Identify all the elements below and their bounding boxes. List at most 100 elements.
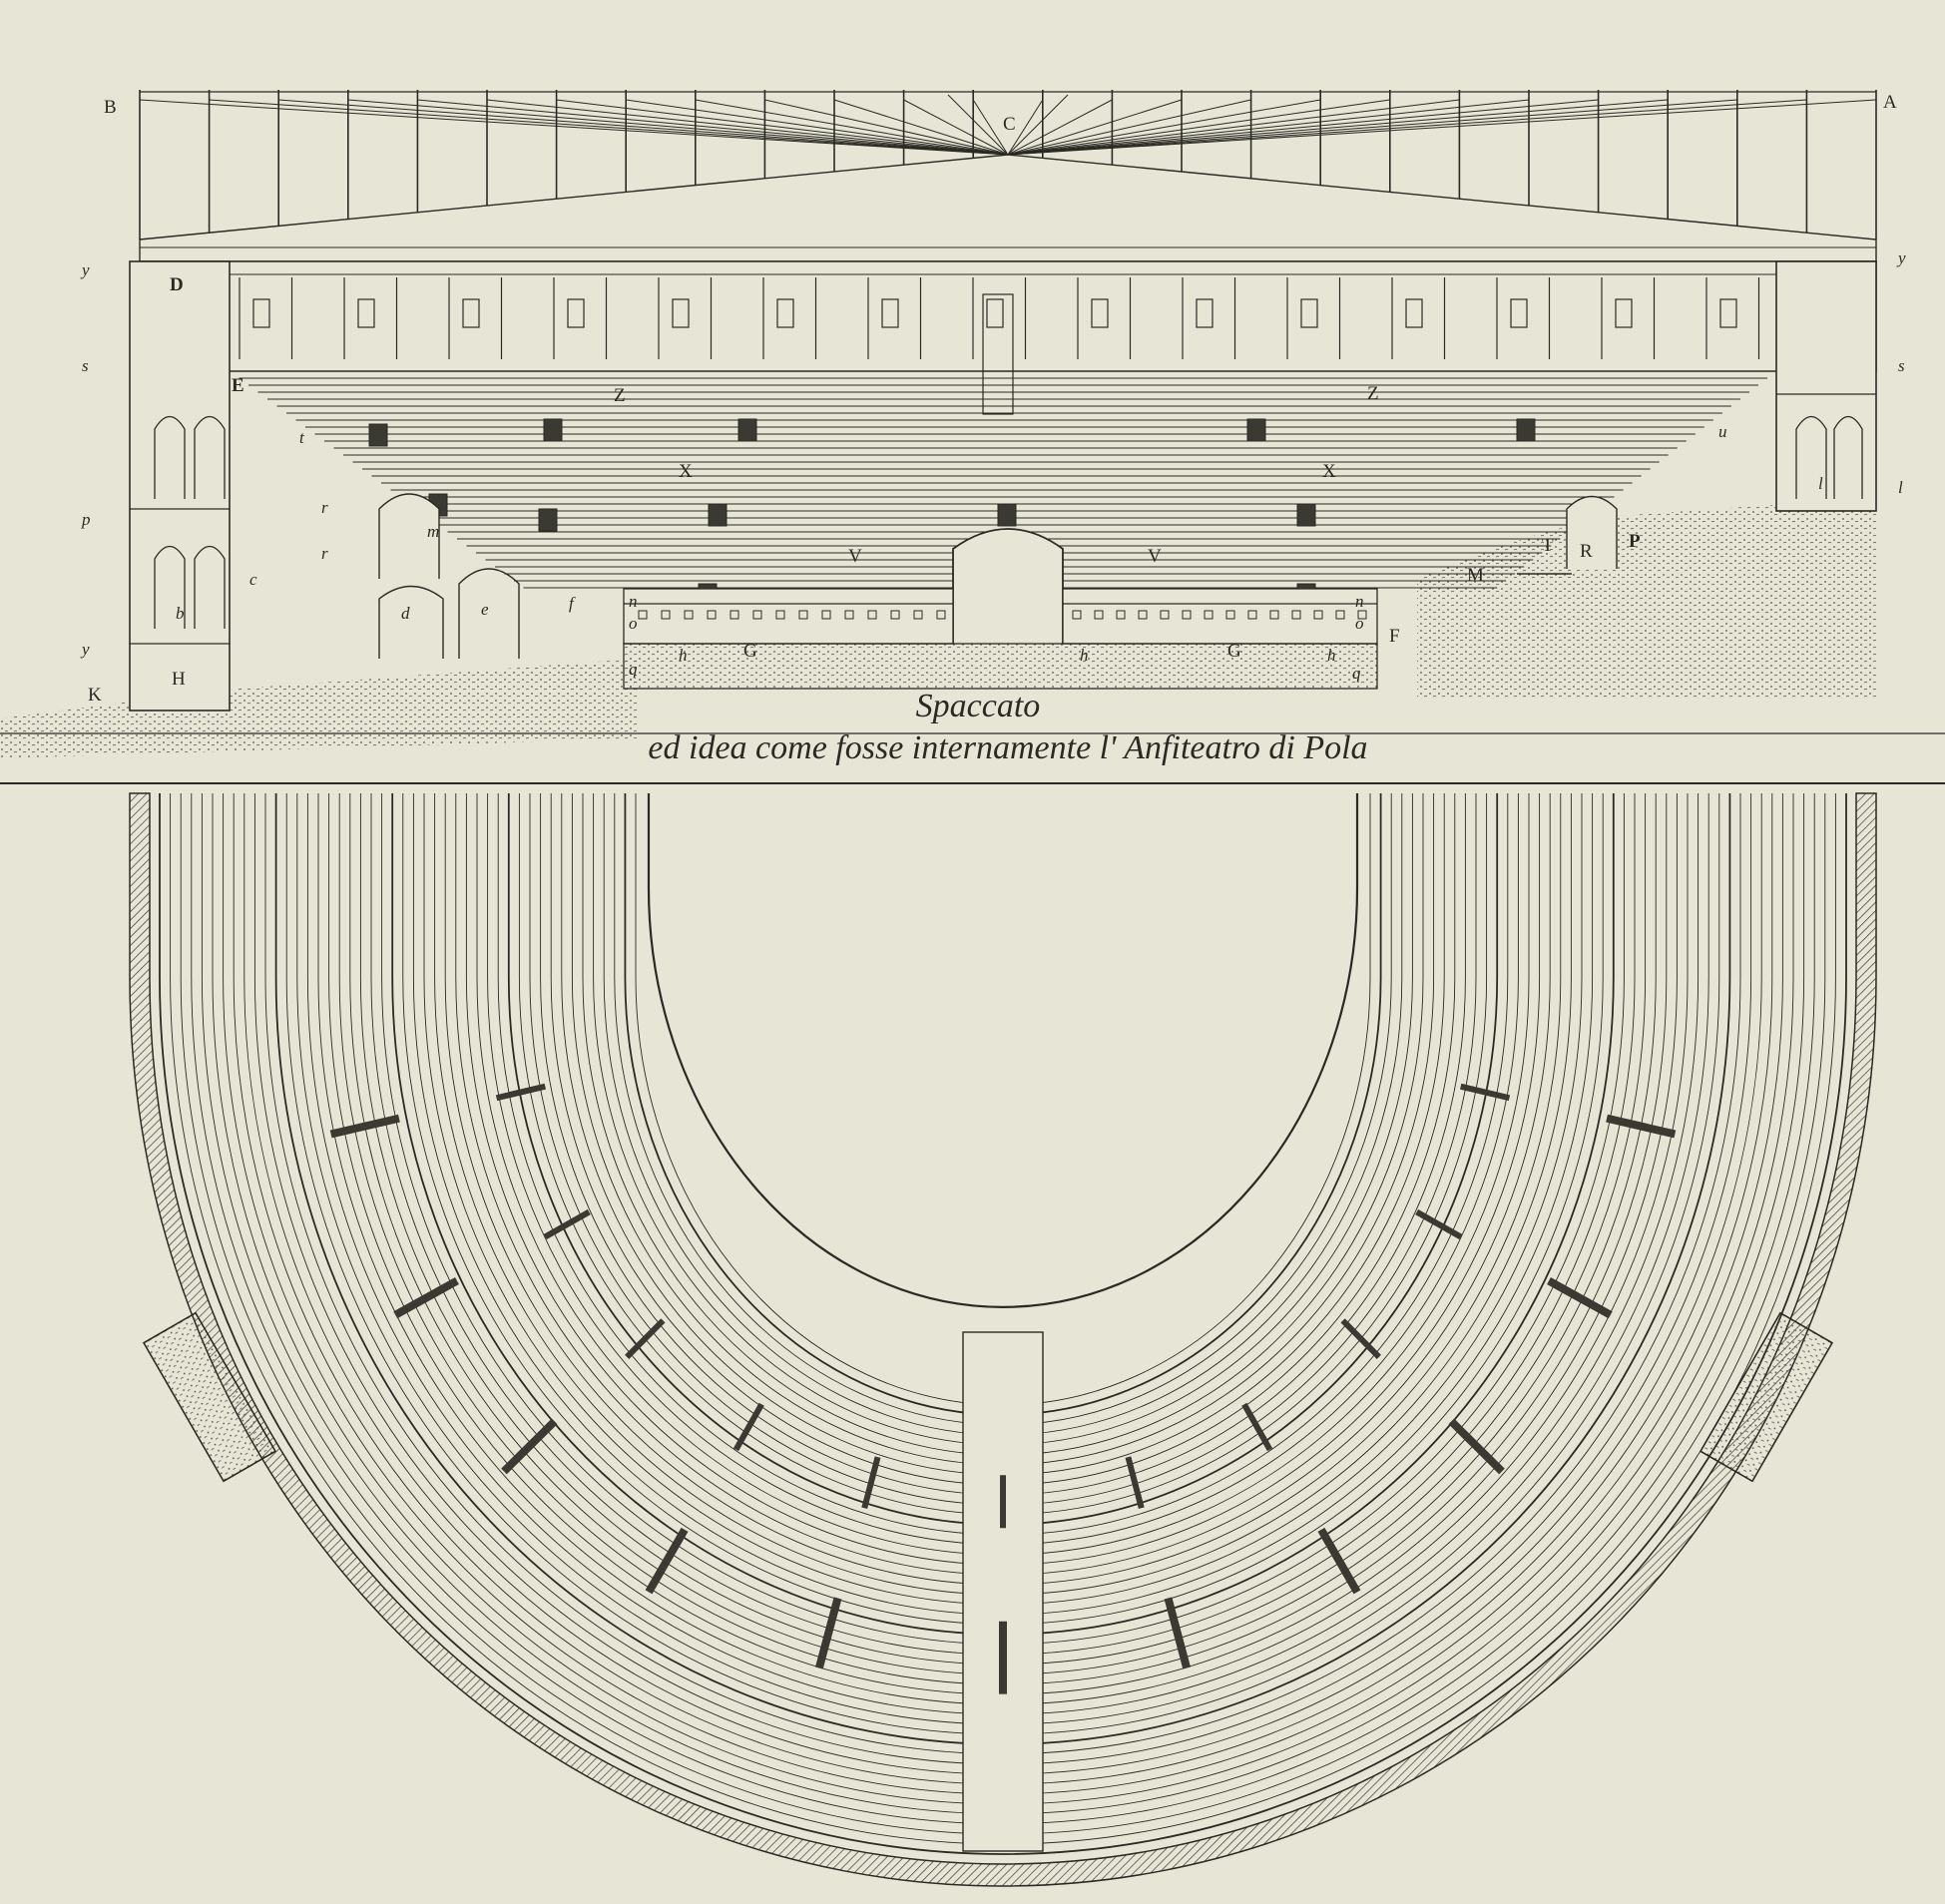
- label-X-left: X: [679, 461, 693, 482]
- label-F: F: [1389, 626, 1400, 647]
- label-h-2: h: [1080, 646, 1089, 665]
- podium-panel: [729, 610, 739, 620]
- podium-panel: [1116, 610, 1126, 620]
- rope: [1007, 99, 1390, 156]
- stair-block: [1317, 1527, 1361, 1595]
- vomitorium: [538, 508, 558, 532]
- stair-block: [1606, 1114, 1677, 1139]
- gallery-window: [1405, 298, 1423, 328]
- label-d: d: [401, 604, 410, 623]
- vomitorium: [543, 418, 563, 442]
- label-M: M: [1467, 565, 1484, 586]
- podium-panel: [844, 610, 854, 620]
- podium-panel: [684, 610, 694, 620]
- gallery-window: [567, 298, 585, 328]
- outer-wall: [129, 792, 1877, 1887]
- podium-panel: [1094, 610, 1104, 620]
- stair-block: [625, 1318, 666, 1359]
- vomitorium: [1516, 418, 1536, 442]
- podium-panel: [638, 610, 648, 620]
- label-V-right: V: [1148, 546, 1162, 567]
- label-b: b: [176, 604, 185, 623]
- arena-edge: [647, 793, 1359, 1309]
- podium-panel: [1269, 610, 1279, 620]
- stair-block: [1448, 1418, 1505, 1475]
- podium-panel: [1138, 610, 1148, 620]
- stair-block: [814, 1597, 842, 1669]
- podium-panel: [1335, 610, 1345, 620]
- gallery-window: [776, 298, 794, 328]
- gallery-window: [1300, 298, 1318, 328]
- gallery-window: [1510, 298, 1528, 328]
- rope: [209, 99, 1009, 156]
- stair-block: [1164, 1597, 1192, 1669]
- stair-block: [1241, 1402, 1273, 1452]
- outer-wall-left: [129, 260, 231, 712]
- rope: [556, 99, 1009, 156]
- label-Z-right: Z: [1367, 383, 1379, 404]
- rope: [1007, 99, 1044, 156]
- section-small-letters: b c d e f h h h l l m n n o o p q q r r …: [80, 248, 1906, 683]
- side-tower-left: [142, 1311, 277, 1483]
- wall-arches-right: [1776, 393, 1876, 499]
- gallery-window: [462, 298, 480, 328]
- label-y-left-top: y: [80, 260, 90, 279]
- rope: [1007, 99, 1877, 156]
- podium-panel: [913, 610, 923, 620]
- seating-tiers: [230, 370, 1776, 607]
- stair-block: [861, 1456, 881, 1509]
- gallery-window: [357, 298, 375, 328]
- rope: [1007, 99, 1807, 156]
- stair-block: [1125, 1456, 1145, 1509]
- stair-block: [1415, 1208, 1463, 1240]
- podium-panel: [798, 610, 808, 620]
- stair-block: [329, 1114, 400, 1139]
- label-h-1: h: [679, 646, 688, 665]
- rope: [972, 99, 1009, 156]
- label-r-2: r: [321, 544, 328, 563]
- gallery-columns: [239, 277, 1760, 415]
- label-s-right: s: [1898, 356, 1905, 375]
- rope: [486, 99, 1009, 156]
- gallery-window: [986, 298, 1004, 328]
- vomitorium: [997, 503, 1017, 527]
- rope: [1007, 99, 1183, 156]
- label-y-right: y: [1896, 248, 1906, 267]
- gallery-window: [252, 298, 270, 328]
- velarium-ropes: [139, 91, 1877, 216]
- label-e: e: [481, 600, 489, 619]
- stair-block: [393, 1277, 459, 1319]
- label-A: A: [1883, 92, 1897, 113]
- rope: [1007, 99, 1530, 156]
- gallery-window: [1196, 298, 1214, 328]
- label-q-left: q: [629, 660, 638, 679]
- central-door: [982, 293, 1014, 415]
- rope: [417, 99, 1009, 156]
- label-T: T: [1542, 535, 1554, 556]
- label-K: K: [88, 685, 102, 706]
- label-X-right: X: [1322, 461, 1336, 482]
- stair-block: [495, 1083, 547, 1102]
- podium-panel: [1291, 610, 1301, 620]
- label-H: H: [172, 669, 186, 690]
- label-r-1: r: [321, 498, 328, 517]
- label-G-right: G: [1227, 641, 1241, 662]
- rope: [1007, 99, 1251, 156]
- stair-block: [1340, 1318, 1381, 1359]
- podium-panel: [1160, 610, 1170, 620]
- label-R: R: [1580, 541, 1593, 562]
- gallery-window: [1615, 298, 1633, 328]
- podium-panel: [661, 610, 671, 620]
- podium-panel: [775, 610, 785, 620]
- podium-panel: [707, 610, 717, 620]
- label-q-right: q: [1352, 664, 1361, 683]
- caption-title: Spaccato: [916, 688, 1041, 724]
- rope: [1007, 99, 1460, 156]
- rope: [1007, 99, 1669, 156]
- stair-block: [501, 1418, 558, 1475]
- section-elevation: [0, 90, 1945, 758]
- label-V-left: V: [848, 546, 862, 567]
- podium-panel: [1313, 610, 1323, 620]
